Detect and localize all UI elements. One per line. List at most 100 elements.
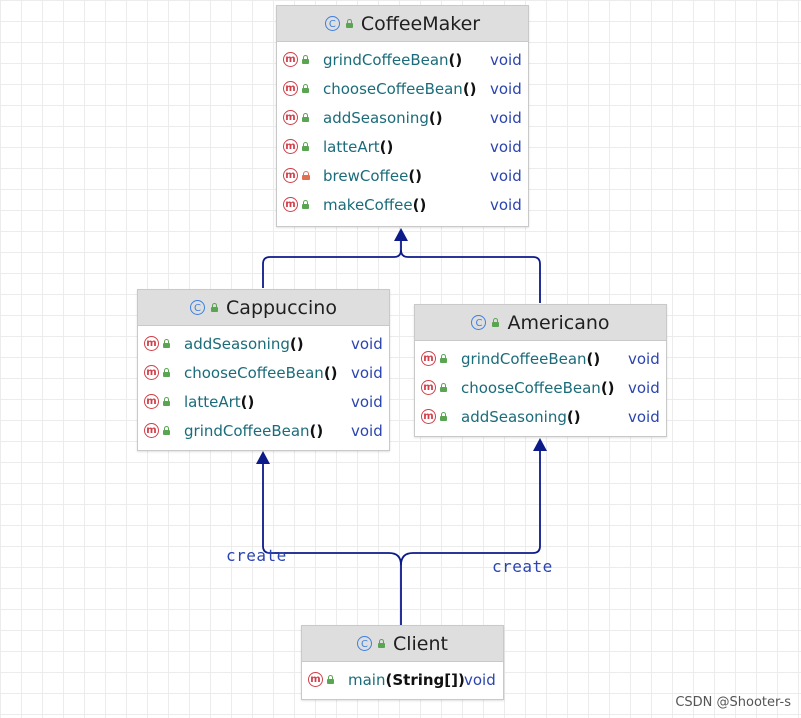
method-params: ()	[586, 349, 601, 368]
public-visibility-icon	[302, 142, 311, 151]
public-visibility-icon	[440, 412, 449, 421]
method-name: addSeasoning	[461, 407, 567, 426]
public-visibility-icon	[492, 318, 501, 327]
method-name: chooseCoffeeBean	[184, 363, 324, 382]
return-type: void	[490, 50, 522, 69]
method-row[interactable]: m grindCoffeeBean() void	[415, 344, 666, 373]
method-params: ()	[412, 195, 427, 214]
method-row[interactable]: m main(String[]) void	[302, 665, 503, 694]
method-icon: m	[283, 81, 298, 96]
method-row[interactable]: m brewCoffee() void	[277, 161, 528, 190]
method-icon: m	[144, 336, 159, 351]
return-type: void	[351, 334, 383, 353]
class-icon: C	[471, 315, 487, 330]
method-icon: m	[283, 110, 298, 125]
class-client[interactable]: C Client m main(String[]) void	[301, 625, 504, 700]
method-row[interactable]: m grindCoffeeBean() void	[277, 45, 528, 74]
arrowhead-americano	[533, 438, 547, 451]
method-name: latteArt	[184, 392, 241, 411]
method-row[interactable]: m chooseCoffeeBean () void	[277, 74, 528, 103]
inheritance-edge-cappuccino	[262, 240, 402, 288]
method-row[interactable]: m addSeasoning() void	[415, 402, 666, 431]
method-params: ()	[462, 79, 477, 98]
return-type: void	[490, 195, 522, 214]
method-params: ()	[323, 363, 338, 382]
create-label-cappuccino: create	[226, 546, 287, 565]
public-visibility-icon	[211, 303, 220, 312]
method-name: makeCoffee	[323, 195, 413, 214]
public-visibility-icon	[377, 639, 387, 648]
public-visibility-icon	[302, 113, 311, 122]
method-params: ()	[408, 166, 423, 185]
return-type: void	[490, 79, 522, 98]
method-name: addSeasoning	[323, 108, 429, 127]
method-name: chooseCoffeeBean	[461, 378, 601, 397]
create-label-americano: create	[492, 557, 553, 576]
return-type: void	[351, 363, 383, 382]
method-row[interactable]: m addSeasoning() void	[277, 103, 528, 132]
method-row[interactable]: m latteArt() void	[277, 132, 528, 161]
method-icon: m	[283, 168, 298, 183]
arrowhead-coffeemaker	[394, 228, 408, 241]
return-type: void	[628, 378, 660, 397]
method-icon: m	[421, 351, 436, 366]
public-visibility-icon	[327, 675, 336, 684]
return-type: void	[490, 166, 522, 185]
class-header: C Client	[302, 626, 503, 662]
method-params: (String[])	[385, 670, 465, 689]
method-params: ()	[289, 334, 304, 353]
method-icon: m	[283, 139, 298, 154]
return-type: void	[490, 137, 522, 156]
method-name: latteArt	[323, 137, 380, 156]
method-icon: m	[283, 52, 298, 67]
return-type: void	[628, 407, 660, 426]
class-name: Client	[392, 632, 448, 655]
public-visibility-icon	[163, 426, 172, 435]
return-type: void	[464, 670, 496, 689]
watermark: CSDN @Shooter-s	[675, 695, 791, 710]
public-visibility-icon	[440, 354, 449, 363]
public-visibility-icon	[302, 200, 311, 209]
method-icon: m	[144, 423, 159, 438]
method-row[interactable]: m addSeasoning() void	[138, 329, 389, 358]
method-name: brewCoffee	[323, 166, 409, 185]
public-visibility-icon	[163, 339, 172, 348]
arrowhead-cappuccino	[256, 451, 270, 464]
method-name: chooseCoffeeBean	[323, 79, 463, 98]
public-visibility-icon	[163, 368, 172, 377]
method-icon: m	[421, 409, 436, 424]
dependency-edge-client-americano	[400, 450, 541, 566]
class-coffeemaker[interactable]: C CoffeeMaker m grindCoffeeBean() void m…	[276, 5, 529, 227]
class-name: Americano	[507, 311, 610, 334]
method-name: grindCoffeeBean	[184, 421, 310, 440]
class-cappuccino[interactable]: C Cappuccino m addSeasoning() void m cho…	[137, 289, 390, 451]
inheritance-edge-americano	[400, 249, 541, 303]
method-params: ()	[309, 421, 324, 440]
method-params: ()	[566, 407, 581, 426]
class-icon: C	[324, 16, 340, 31]
public-visibility-icon	[163, 397, 172, 406]
public-visibility-icon	[440, 383, 449, 392]
class-name: CoffeeMaker	[360, 12, 481, 35]
return-type: void	[628, 349, 660, 368]
method-params: ()	[600, 378, 615, 397]
method-icon: m	[283, 197, 298, 212]
dependency-edge-client-cappuccino	[262, 463, 402, 625]
class-americano[interactable]: C Americano m grindCoffeeBean() void m c…	[414, 304, 667, 437]
method-row[interactable]: m chooseCoffeeBean () void	[415, 373, 666, 402]
method-icon: m	[421, 380, 436, 395]
class-icon: C	[190, 300, 206, 315]
method-row[interactable]: m makeCoffee() void	[277, 190, 528, 219]
method-row[interactable]: m grindCoffeeBean() void	[138, 416, 389, 445]
method-icon: m	[144, 394, 159, 409]
method-params: ()	[428, 108, 443, 127]
return-type: void	[490, 108, 522, 127]
method-name: main	[348, 670, 386, 689]
return-type: void	[351, 392, 383, 411]
method-row[interactable]: m chooseCoffeeBean () void	[138, 358, 389, 387]
method-row[interactable]: m latteArt() void	[138, 387, 389, 416]
public-visibility-icon	[302, 84, 311, 93]
method-name: grindCoffeeBean	[323, 50, 449, 69]
class-icon: C	[356, 636, 372, 651]
